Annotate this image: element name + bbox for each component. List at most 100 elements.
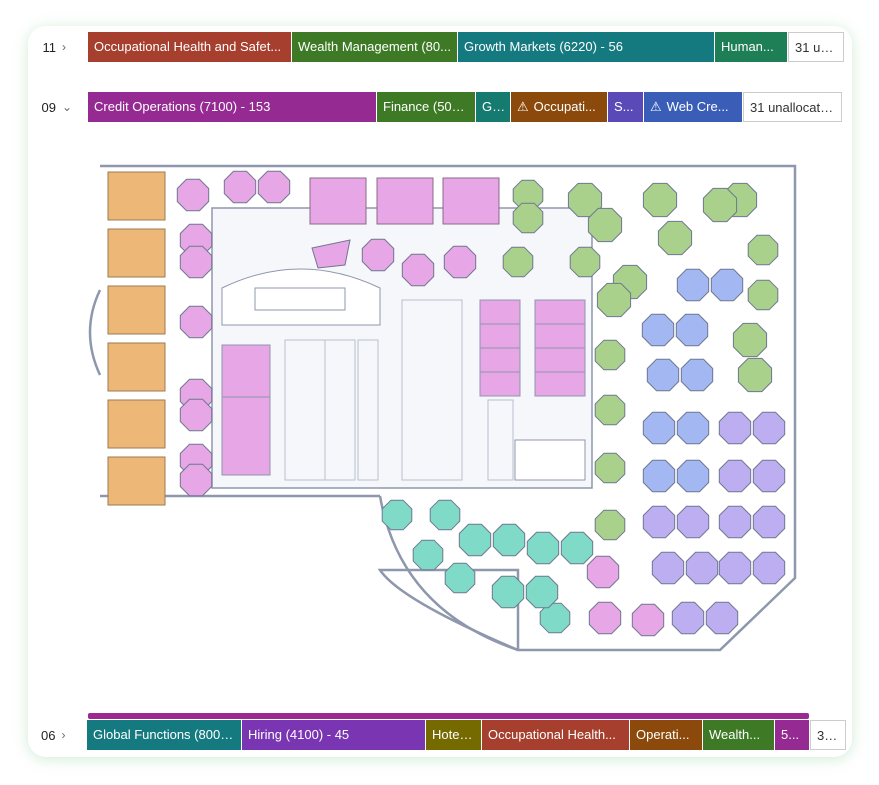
desk-cluster-green[interactable] xyxy=(596,282,632,318)
department-segment[interactable]: Human... xyxy=(715,32,788,62)
unallocated-segment[interactable]: 31... xyxy=(810,720,846,750)
desk-cluster-pink[interactable] xyxy=(223,170,257,204)
desk-block-orange[interactable] xyxy=(107,342,166,392)
desk-cluster-green[interactable] xyxy=(737,357,773,393)
desk-cluster-lavender[interactable] xyxy=(705,601,739,635)
desk-cluster-green[interactable] xyxy=(594,394,626,426)
chevron-right-icon[interactable]: › xyxy=(61,728,66,742)
desk-cluster-teal[interactable] xyxy=(525,575,559,609)
desk-cluster-blue[interactable] xyxy=(642,459,676,493)
desk-cluster-green[interactable] xyxy=(747,234,779,266)
department-segment[interactable]: Hiring (4100) - 45 xyxy=(242,720,426,750)
desk-cluster-blue[interactable] xyxy=(676,268,710,302)
desk-cluster-pink[interactable] xyxy=(311,239,351,269)
desk-cluster-pink[interactable] xyxy=(179,245,213,279)
desk-cluster-blue[interactable] xyxy=(710,268,744,302)
desk-cluster-green[interactable] xyxy=(732,322,768,358)
desk-cluster-green[interactable] xyxy=(657,220,693,256)
department-segment[interactable]: Operati... xyxy=(630,720,703,750)
desk-cluster-teal[interactable] xyxy=(526,531,560,565)
desk-cluster-teal[interactable] xyxy=(458,523,492,557)
desk-cluster-blue[interactable] xyxy=(641,313,675,347)
desk-block-orange[interactable] xyxy=(107,456,166,506)
desk-cluster-green[interactable] xyxy=(594,452,626,484)
desk-cluster-pink[interactable] xyxy=(588,601,622,635)
chevron-right-icon[interactable]: › xyxy=(62,40,66,54)
department-segment[interactable]: S... xyxy=(608,92,644,122)
desk-cluster-teal[interactable] xyxy=(539,602,571,634)
desk-cluster-lavender[interactable] xyxy=(718,411,752,445)
desk-cluster-green[interactable] xyxy=(587,207,623,243)
desk-cluster-teal[interactable] xyxy=(492,523,526,557)
desk-block-orange[interactable] xyxy=(107,228,166,278)
desk-cluster-pink[interactable] xyxy=(401,253,435,287)
desk-cluster-teal[interactable] xyxy=(560,531,594,565)
desk-cluster-blue[interactable] xyxy=(680,358,714,392)
desk-cluster-green[interactable] xyxy=(567,182,603,218)
department-segment[interactable]: Global Functions (8000... xyxy=(87,720,242,750)
desk-cluster-lavender[interactable] xyxy=(752,551,786,585)
desk-cluster-pink[interactable] xyxy=(361,238,395,272)
desk-cluster-lavender[interactable] xyxy=(685,551,719,585)
desk-cluster-blue[interactable] xyxy=(675,313,709,347)
department-segment[interactable]: Gl... xyxy=(476,92,511,122)
floor-row-11[interactable]: 11 › Occupational Health and Safet...Wea… xyxy=(30,32,846,62)
desk-cluster-blue[interactable] xyxy=(642,411,676,445)
desk-cluster-lavender[interactable] xyxy=(752,505,786,539)
desk-block-orange[interactable] xyxy=(107,171,166,221)
desk-block-pink[interactable] xyxy=(309,177,367,225)
chevron-down-icon[interactable]: ⌄ xyxy=(62,100,73,114)
department-segment[interactable]: ⚠Occupati... xyxy=(511,92,608,122)
desk-cluster-lavender[interactable] xyxy=(718,505,752,539)
desk-cluster-pink[interactable] xyxy=(443,245,477,279)
desk-cluster-lavender[interactable] xyxy=(651,551,685,585)
department-segment[interactable]: Wealth Management (80... xyxy=(292,32,458,62)
desk-cluster-teal[interactable] xyxy=(444,562,476,594)
desk-block-orange[interactable] xyxy=(107,399,166,449)
department-segment[interactable]: Growth Markets (6220) - 56 xyxy=(458,32,715,62)
desk-cluster-pink[interactable] xyxy=(586,555,620,589)
desk-cluster-green[interactable] xyxy=(594,339,626,371)
desk-cluster-green[interactable] xyxy=(702,187,738,223)
department-segment[interactable]: 5... xyxy=(775,720,810,750)
department-segment[interactable]: Finance (500... xyxy=(377,92,476,122)
desk-block-pink[interactable] xyxy=(376,177,434,225)
desk-cluster-lavender[interactable] xyxy=(718,459,752,493)
desk-cluster-lavender[interactable] xyxy=(642,505,676,539)
floor-row-06[interactable]: 06 › Global Functions (8000...Hiring (41… xyxy=(30,720,846,750)
department-segment[interactable]: Hoteli... xyxy=(426,720,482,750)
department-segment[interactable]: Occupational Health and Safet... xyxy=(88,32,292,62)
desk-block-orange[interactable] xyxy=(107,285,166,335)
desk-cluster-blue[interactable] xyxy=(646,358,680,392)
desk-cluster-lavender[interactable] xyxy=(752,411,786,445)
desk-block-pink[interactable] xyxy=(442,177,500,225)
desk-cluster-teal[interactable] xyxy=(412,539,444,571)
department-segment[interactable]: Wealth... xyxy=(703,720,775,750)
desk-cluster-lavender[interactable] xyxy=(752,459,786,493)
desk-cluster-pink[interactable] xyxy=(631,603,665,637)
desk-cluster-blue[interactable] xyxy=(676,411,710,445)
desk-cluster-green[interactable] xyxy=(642,182,678,218)
desk-cluster-teal[interactable] xyxy=(491,575,525,609)
desk-cluster-green[interactable] xyxy=(512,202,544,234)
department-segment[interactable]: Credit Operations (7100) - 153 xyxy=(88,92,377,122)
desk-cluster-pink[interactable] xyxy=(257,170,291,204)
department-segment[interactable]: ⚠Web Cre... xyxy=(644,92,743,122)
desk-cluster-lavender[interactable] xyxy=(676,505,710,539)
desk-cluster-pink[interactable] xyxy=(179,398,213,432)
desk-cluster-green[interactable] xyxy=(594,509,626,541)
unallocated-segment[interactable]: 31 unallocate... xyxy=(743,92,842,122)
desk-cluster-green[interactable] xyxy=(569,246,601,278)
department-segment[interactable]: Occupational Health... xyxy=(482,720,630,750)
desk-cluster-teal[interactable] xyxy=(429,499,461,531)
desk-cluster-pink[interactable] xyxy=(179,463,213,497)
unallocated-segment[interactable]: 31 un... xyxy=(788,32,844,62)
desk-cluster-blue[interactable] xyxy=(676,459,710,493)
desk-cluster-teal[interactable] xyxy=(381,499,413,531)
desk-cluster-lavender[interactable] xyxy=(718,551,752,585)
desk-cluster-lavender[interactable] xyxy=(671,601,705,635)
desk-cluster-green[interactable] xyxy=(502,246,534,278)
desk-cluster-pink[interactable] xyxy=(176,178,210,212)
desk-cluster-green[interactable] xyxy=(747,279,779,311)
